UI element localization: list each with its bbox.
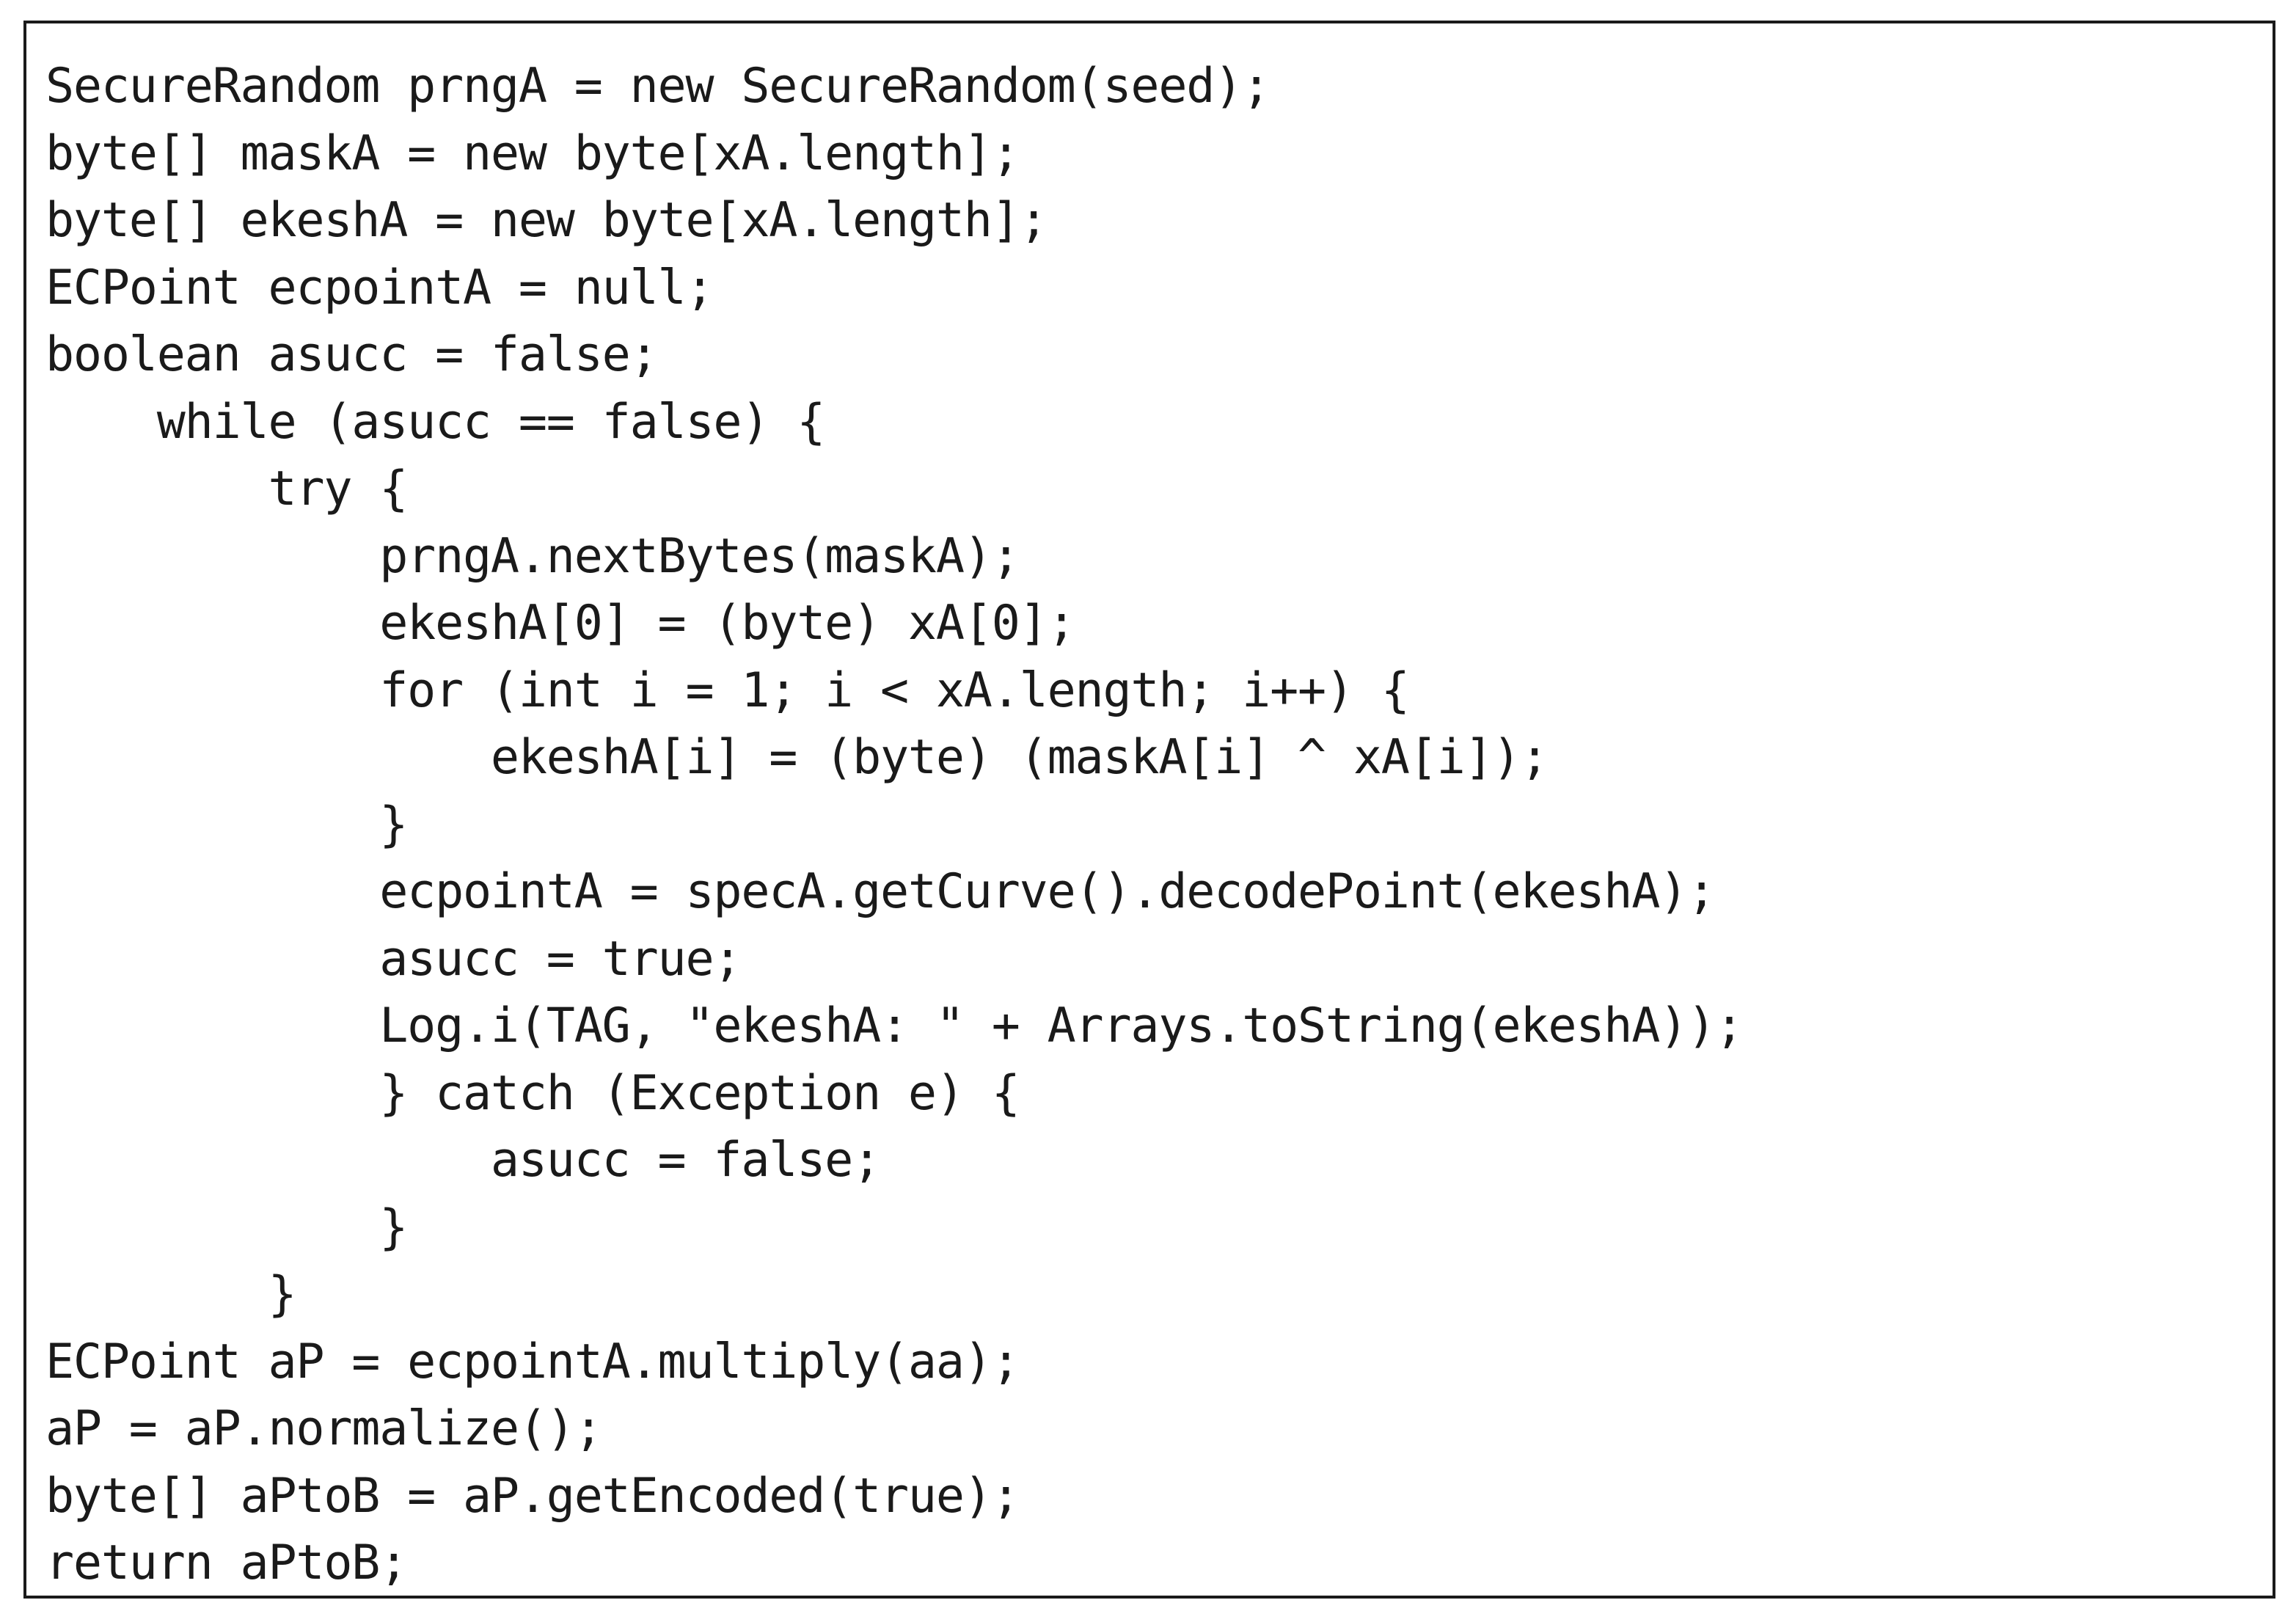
code-line-3: byte[] ekeshA = new byte[xA.length]; xyxy=(45,193,1048,248)
code-line-8: prngA.nextBytes(maskA); xyxy=(45,528,1020,584)
code-line-12: } xyxy=(45,797,408,852)
code-line-2: byte[] maskA = new byte[xA.length]; xyxy=(45,125,1020,181)
code-line-16: } catch (Exception e) { xyxy=(45,1065,1020,1121)
code-line-23: return aPtoB; xyxy=(45,1535,408,1590)
code-listing-frame: SecureRandom prngA = new SecureRandom(se… xyxy=(23,21,2275,1599)
code-line-15: Log.i(TAG, "ekeshA: " + Arrays.toString(… xyxy=(45,998,1744,1053)
code-line-21: aP = aP.normalize(); xyxy=(45,1401,603,1456)
code-line-19: } xyxy=(45,1267,296,1322)
code-line-4: ECPoint ecpointA = null; xyxy=(45,260,714,315)
code-line-17: asucc = false; xyxy=(45,1133,881,1188)
code-line-10: for (int i = 1; i < xA.length; i++) { xyxy=(45,662,1410,718)
code-line-13: ecpointA = specA.getCurve().decodePoint(… xyxy=(45,864,1716,919)
code-line-18: } xyxy=(45,1199,408,1255)
code-line-6: while (asucc == false) { xyxy=(45,394,826,450)
code-line-1: SecureRandom prngA = new SecureRandom(se… xyxy=(45,59,1271,114)
code-line-7: try { xyxy=(45,461,408,516)
code-line-11: ekeshA[i] = (byte) (maskA[i] ^ xA[i]); xyxy=(45,730,1549,785)
code-line-14: asucc = true; xyxy=(45,931,742,987)
code-listing: SecureRandom prngA = new SecureRandom(se… xyxy=(45,53,1744,1597)
code-line-22: byte[] aPtoB = aP.getEncoded(true); xyxy=(45,1468,1020,1524)
code-line-5: boolean asucc = false; xyxy=(45,327,659,382)
code-line-20: ECPoint aP = ecpointA.multiply(aa); xyxy=(45,1334,1020,1389)
code-line-9: ekeshA[0] = (byte) xA[0]; xyxy=(45,596,1076,651)
